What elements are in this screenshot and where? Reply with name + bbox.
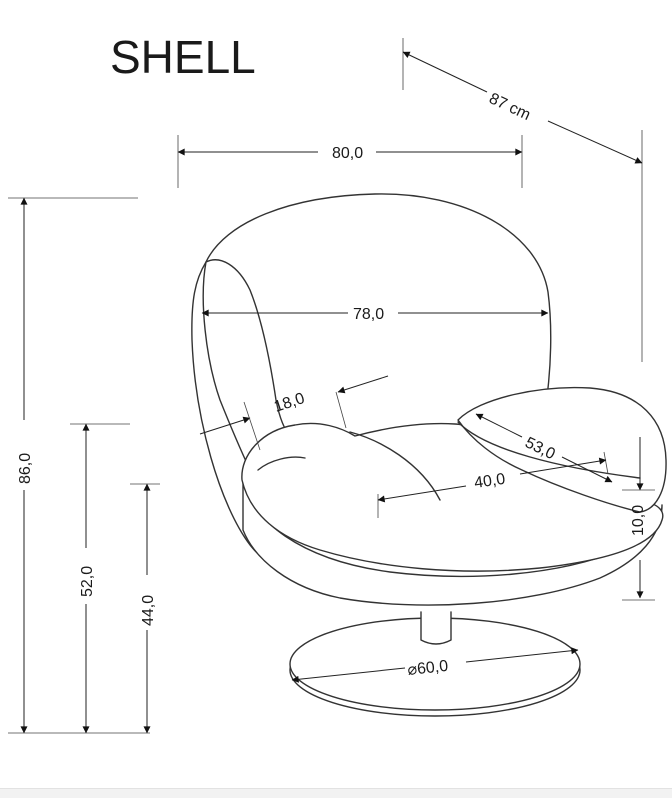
chair-illustration (191, 193, 667, 717)
dim-cushion-height: 10,0 (630, 437, 647, 599)
dim-width-backrest-label: 78,0 (353, 306, 384, 323)
shell-front (242, 477, 663, 606)
product-title: SHELL (110, 31, 256, 83)
dim-cushion-height-label: 10,0 (630, 505, 647, 536)
armrest-right (457, 386, 667, 513)
left-seam (257, 456, 306, 471)
dim-width-overall-label: 80,0 (332, 145, 363, 162)
dim-seat-height-label: 44,0 (140, 595, 157, 626)
dim-seat-depth-label: 40,0 (473, 471, 506, 492)
dim-seat-depth: 40,0 (377, 451, 609, 518)
dim-width-overall: 80,0 (177, 145, 523, 162)
bottom-border (0, 788, 672, 798)
seat-seam (349, 431, 441, 501)
dim-width-backrest: 78,0 (201, 306, 549, 323)
dim-base-diameter-label: ⌀60,0 (407, 658, 449, 679)
dim-depth-label: 87 cm (486, 90, 533, 124)
dim-height-overall: 86,0 (17, 197, 34, 734)
swivel-base (289, 611, 581, 717)
armrest-seam (457, 421, 641, 479)
dim-depth: 87 cm (402, 51, 643, 164)
dim-seat-height: 44,0 (140, 483, 157, 734)
dim-armrest-height-label: 52,0 (79, 566, 96, 597)
dim-height-overall-label: 86,0 (17, 453, 34, 484)
base-column (420, 611, 452, 645)
dim-base-diameter: ⌀60,0 (291, 647, 579, 683)
dim-armrest-height: 52,0 (79, 423, 96, 734)
